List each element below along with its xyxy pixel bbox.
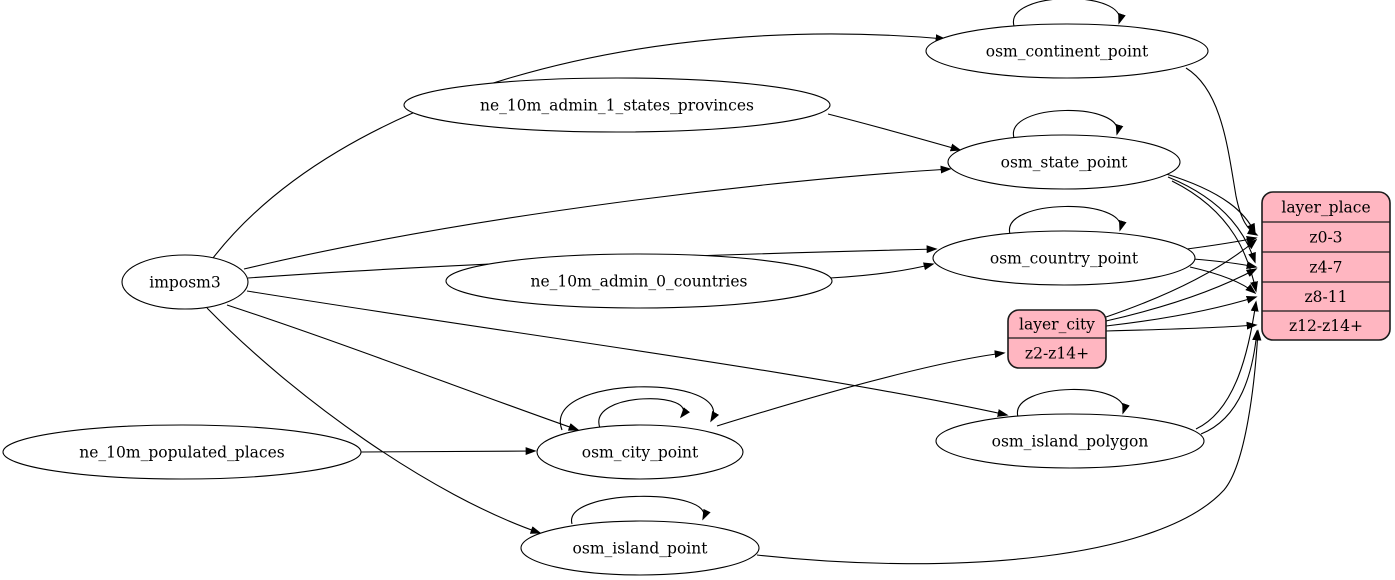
node-ellipse-ne_10m_admin_0_countries [445,253,833,309]
record-row-label-layer_city-z2-z14+: z2-z14+ [1025,345,1089,363]
node-osm_island_point: osm_island_point [520,520,760,576]
node-ne_10m_populated_places: ne_10m_populated_places [2,424,362,480]
node-label-osm_continent_point: osm_continent_point [986,43,1149,61]
node-osm_city_point: osm_city_point [536,424,744,480]
node-ellipse-osm_island_point [520,520,760,576]
node-ellipse-ne_10m_admin_1_states_provinces [403,77,831,133]
node-ne_10m_admin_0_countries: ne_10m_admin_0_countries [445,253,833,309]
record-row-label-layer_place-z4-7: z4-7 [1309,259,1342,277]
edge-layer_city-to-layer_place-z12-z14+ [1105,321,1258,332]
edge-layer_city-to-layer_place-z4-7 [1105,268,1258,322]
node-imposm3: imposm3 [121,254,249,310]
edge-imposm3-to-osm_continent_point [212,33,947,259]
edge-osm_state_point-to-osm_state_point-self-loop [1013,109,1124,139]
node-label-ne_10m_admin_0_countries: ne_10m_admin_0_countries [531,273,748,291]
edge-ne_10m_admin_1_states_provinces-to-osm_state_point [827,113,962,152]
edge-osm_continent_point-to-osm_continent_point-self-loop [1013,0,1126,27]
node-osm_country_point: osm_country_point [932,230,1196,286]
record-box-layer_city [1007,309,1107,369]
record-layer_city: layer_city z2-z14+ [1007,309,1107,369]
edge-osm_city_point-to-osm_city_point-self-loop [559,386,720,431]
edge-imposm3-to-osm_state_point [243,165,952,270]
node-label-osm_island_point: osm_island_point [573,540,709,558]
node-label-osm_country_point: osm_country_point [990,250,1139,268]
record-layer_place: layer_place z0-3 z4-7 z8-11 z12-z14+ [1261,191,1391,341]
node-ne_10m_admin_1_states_provinces: ne_10m_admin_1_states_provinces [403,77,831,133]
node-ellipse-osm_country_point [932,230,1196,286]
edge-osm_continent_point-to-layer_place-z0-3 [1185,67,1259,236]
edge-osm_island_point-to-osm_island_point-self-loop [571,495,711,525]
edge-layer_city-to-layer_place-z8-11 [1105,295,1258,327]
edge-osm_country_point-to-layer_place-z8-11 [1189,266,1257,295]
node-ellipse-osm_state_point [947,134,1181,190]
record-row-label-layer_place-layer_place: layer_place [1281,199,1370,217]
node-label-osm_state_point: osm_state_point [1001,154,1129,172]
edge-layer_city-to-layer_place-z0-3 [1105,238,1258,318]
edge-osm_state_point-to-layer_place-z4-7 [1167,176,1256,264]
edge-osm_state_point-to-layer_place-z0-3 [1162,172,1256,235]
edge-osm_island_polygon-to-layer_place-z12-z14+ [1200,329,1261,435]
node-label-osm_city_point: osm_city_point [582,444,699,462]
edge-imposm3-to-osm_island_polygon [246,290,1009,417]
edge-osm_city_point-to-osm_city_point-self-loop [598,398,690,429]
node-ellipse-osm_continent_point [925,23,1209,79]
record-row-label-layer_place-z12-z14+: z12-z14+ [1289,317,1363,335]
record-row-label-layer_place-z8-11: z8-11 [1305,288,1348,306]
node-label-ne_10m_populated_places: ne_10m_populated_places [79,444,284,462]
record-row-label-layer_city-layer_city: layer_city [1019,316,1095,334]
edge-ne_10m_populated_places-to-osm_city_point [360,447,537,456]
edge-imposm3-to-osm_island_point [206,307,542,534]
node-osm_island_polygon: osm_island_polygon [935,413,1205,469]
record-box-layer_place [1261,191,1391,341]
edge-imposm3-to-osm_city_point [226,304,580,431]
node-label-ne_10m_admin_1_states_provinces: ne_10m_admin_1_states_provinces [480,97,754,115]
node-osm_continent_point: osm_continent_point [925,23,1209,79]
edge-osm_state_point-to-layer_place-z8-11 [1171,180,1258,293]
node-ellipse-osm_island_polygon [935,413,1205,469]
node-label-osm_island_polygon: osm_island_polygon [992,433,1149,451]
edge-osm_island_point-to-layer_place-z12-z14+ [756,329,1262,565]
edge-osm_city_point-to-layer_city-z2-z14+ [716,350,1006,427]
edge-ne_10m_admin_0_countries-to-osm_country_point [829,262,935,279]
edge-osm_island_polygon-to-osm_island_polygon-self-loop [1017,388,1130,418]
node-label-imposm3: imposm3 [149,274,220,292]
node-ellipse-ne_10m_populated_places [2,424,362,480]
edge-osm_country_point-to-layer_place-z0-3 [1186,235,1258,250]
edge-osm_island_polygon-to-layer_place-z8-11 [1195,300,1259,430]
edge-osm_country_point-to-osm_country_point-self-loop [1009,205,1127,235]
node-ellipse-imposm3 [121,254,249,310]
edge-osm_country_point-to-layer_place-z4-7 [1192,258,1258,270]
record-row-label-layer_place-z0-3: z0-3 [1309,229,1342,247]
node-osm_state_point: osm_state_point [947,134,1181,190]
node-ellipse-osm_city_point [536,424,744,480]
